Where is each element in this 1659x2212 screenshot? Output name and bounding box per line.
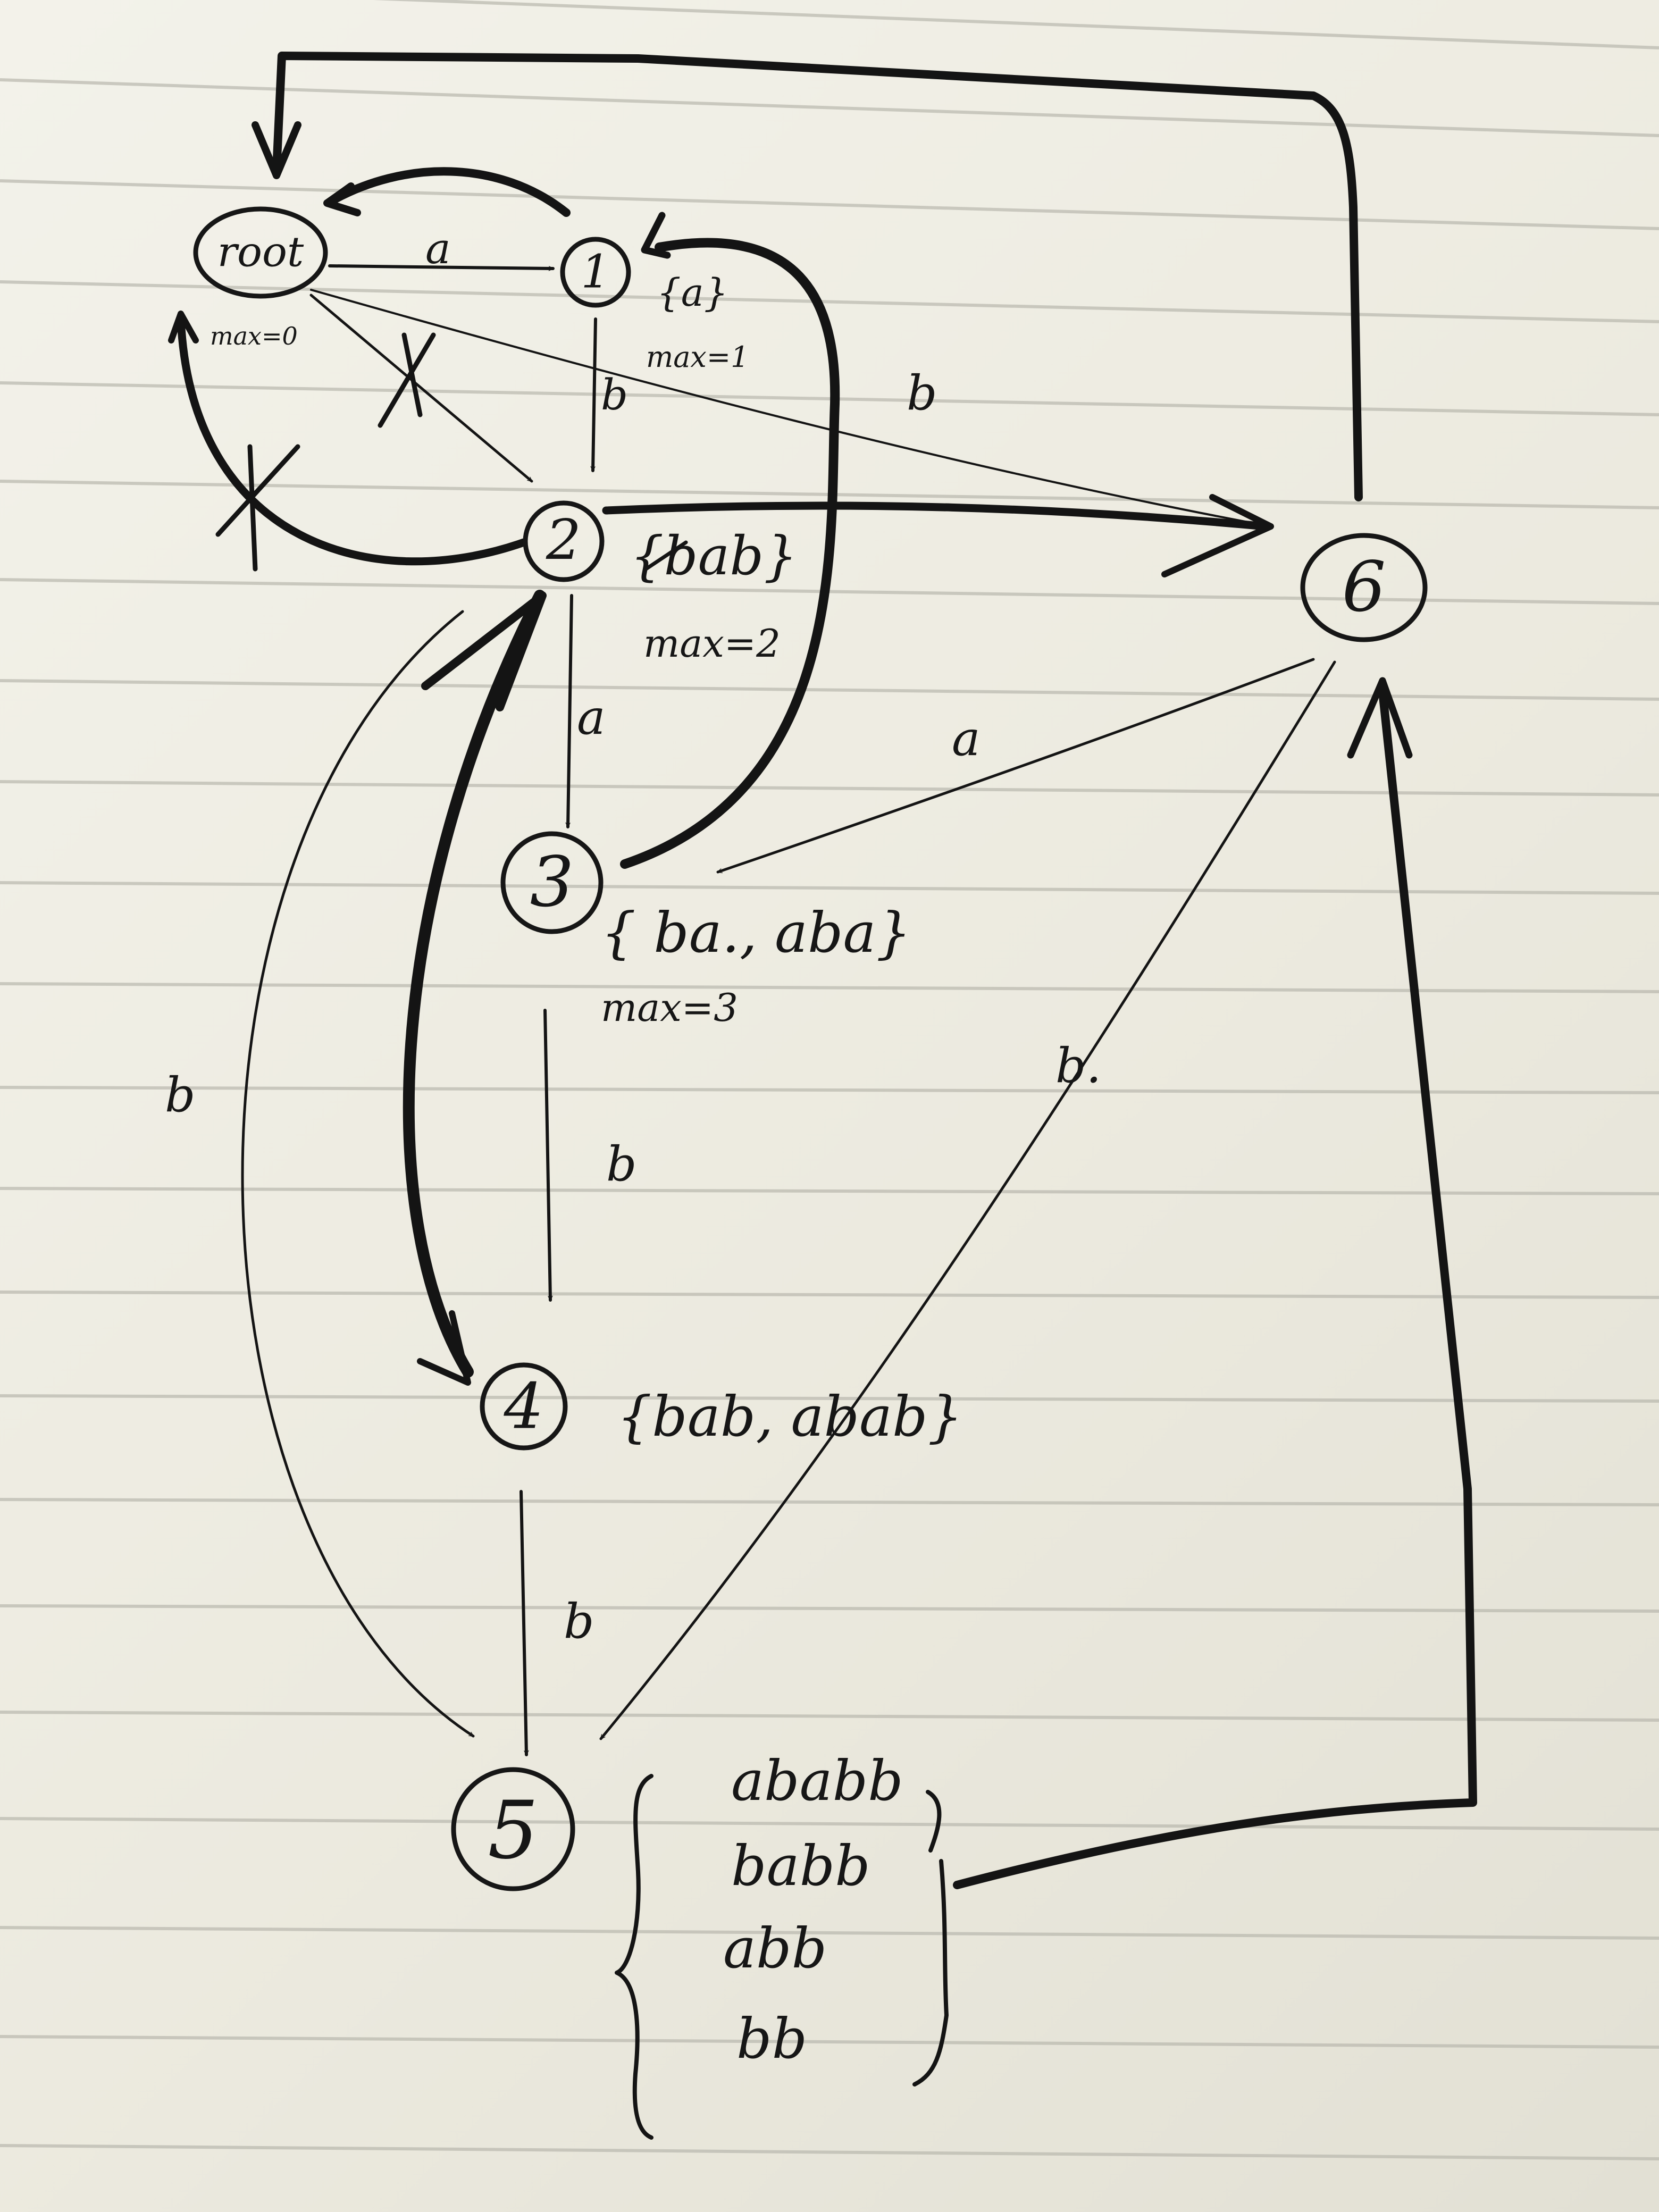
transition-edges — [241, 264, 1336, 1756]
state-annotations: max=0 {a} max=1 {bab} max=2 { ba., aba} … — [210, 270, 963, 1449]
label-3-to-4: b — [606, 1136, 637, 1192]
state-3-label: 3 — [530, 842, 574, 923]
state-1-label: 1 — [581, 246, 610, 299]
state-3-max: max=3 — [601, 985, 738, 1030]
fail-3-to-1 — [620, 238, 840, 869]
state-5-set: ababb babb abb bb — [615, 1748, 949, 2140]
state-2-set: {bab} — [630, 525, 798, 587]
label-1-to-2: b — [601, 370, 628, 420]
state-2-max: max=2 — [643, 621, 781, 666]
fail-2-to-6 — [602, 501, 1270, 531]
strike-b-in-s2-set — [644, 540, 688, 571]
cross-on-root-to-2 — [378, 332, 436, 428]
fail-4-to-2 — [403, 590, 546, 1378]
state-5-label: 5 — [488, 1784, 538, 1877]
edge-2-to-5 — [241, 610, 475, 1738]
label-2-to-3: a — [577, 690, 606, 745]
label-6-to-5: b. — [1055, 1038, 1101, 1094]
state-6-label: 6 — [1342, 547, 1386, 627]
edge-4-to-5 — [520, 1490, 526, 1756]
label-root-to-6: b — [907, 365, 937, 421]
state-5-set-item-2: babb — [731, 1833, 870, 1898]
edge-6-to-3 — [716, 658, 1315, 874]
state-1: 1 — [560, 237, 631, 308]
state-2: 2 — [523, 500, 605, 582]
failure-links — [168, 52, 1477, 1889]
state-5-brace-left — [615, 1774, 653, 2140]
state-5-brace-right — [912, 1790, 949, 2087]
cross-marks — [215, 332, 688, 572]
fail-5-to-6 — [953, 687, 1477, 1889]
state-4-set: {bab, abab} — [617, 1384, 963, 1449]
cross-on-2-to-root — [215, 444, 300, 572]
edge-6-to-5 — [599, 660, 1336, 1740]
fail-2-to-root — [177, 315, 528, 566]
state-5-set-item-3: abb — [723, 1916, 827, 1981]
fail-1-to-root — [325, 167, 571, 217]
label-4-to-5: b — [564, 1594, 594, 1649]
edge-root-to-2-struck — [309, 294, 533, 483]
edge-labels: a b b a a b b. b b — [165, 224, 1101, 1649]
fail-6-to-root — [272, 52, 1363, 501]
state-5: 5 — [451, 1767, 575, 1891]
label-2-to-5: b — [165, 1067, 196, 1123]
state-5-set-item-4: bb — [736, 2006, 807, 2071]
state-root: root — [193, 206, 328, 299]
state-1-max: max=1 — [646, 340, 749, 374]
label-6-to-3: a — [952, 711, 981, 767]
state-2-label: 2 — [546, 507, 581, 572]
edge-1-to-2 — [593, 317, 597, 472]
root-max: max=0 — [210, 322, 298, 350]
state-4: 4 — [480, 1362, 568, 1451]
state-6: 6 — [1300, 533, 1428, 642]
edge-root-to-1 — [328, 264, 555, 269]
state-4-label: 4 — [503, 1370, 543, 1443]
edge-2-to-3 — [568, 594, 573, 828]
state-3-set: { ba., aba} — [601, 900, 911, 965]
edge-root-to-6 — [310, 289, 1272, 526]
state-3: 3 — [500, 831, 604, 934]
state-root-label: root — [217, 229, 304, 276]
label-root-to-1: a — [425, 224, 451, 273]
edge-3-to-4 — [543, 1009, 550, 1302]
state-1-set: {a} — [657, 270, 728, 315]
state-5-set-item-1: ababb — [731, 1748, 903, 1813]
